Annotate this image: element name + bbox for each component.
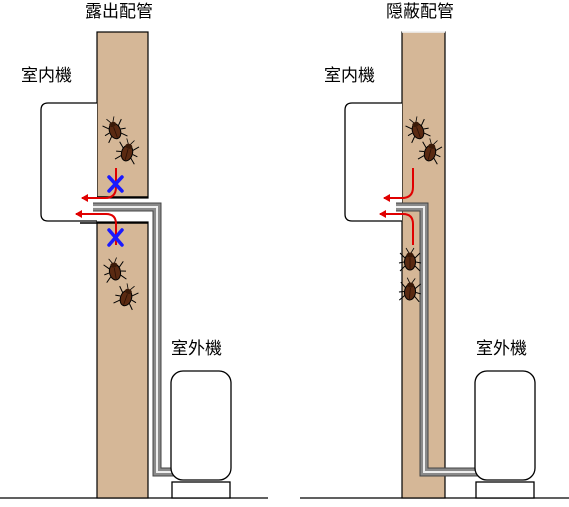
outdoor-unit-right — [474, 370, 536, 499]
right-outdoor-unit-label: 室外機 — [476, 339, 527, 359]
x-mark-icon — [107, 175, 124, 193]
left-indoor-unit-label: 室内機 — [21, 66, 72, 86]
right-indoor-unit-label: 室内機 — [324, 66, 375, 86]
right-panel-title: 隠蔽配管 — [386, 2, 454, 22]
left-panel — [0, 31, 268, 499]
pest-entry-arrow-lower — [379, 210, 414, 245]
wall-left — [96, 31, 149, 499]
left-outdoor-unit-label: 室外機 — [171, 339, 222, 359]
refrigerant-pipe-right — [396, 202, 492, 477]
x-mark-icon — [107, 228, 124, 247]
right-panel — [300, 31, 569, 499]
pest-entry-arrow-upper — [383, 168, 414, 202]
indoor-unit-left — [40, 102, 97, 222]
left-panel-title: 露出配管 — [85, 2, 153, 22]
pest-entry-arrow-lower — [75, 210, 117, 245]
indoor-unit-right — [344, 102, 402, 222]
outdoor-unit-left — [170, 370, 232, 499]
